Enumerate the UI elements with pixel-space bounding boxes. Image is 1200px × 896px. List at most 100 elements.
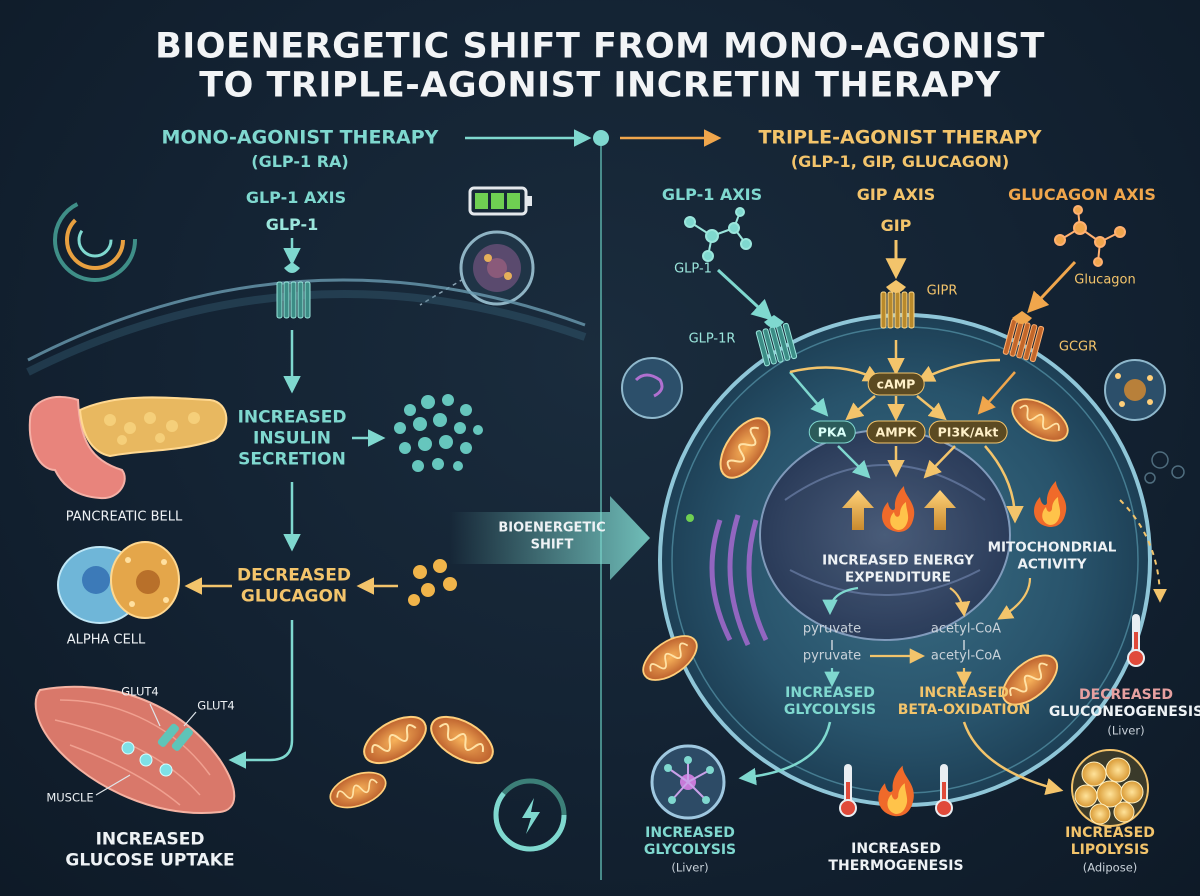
target-rings-icon	[53, 198, 137, 282]
liver-cell-icon	[650, 744, 726, 820]
liver-gly-line-2: GLYCOLYSIS	[643, 842, 737, 859]
arrow-energy-acoa	[949, 587, 971, 618]
glucagon-dots-icon	[408, 559, 457, 606]
arrow-energy-pyruvate	[822, 586, 859, 616]
right-subheading: (GLP-1, GIP, GLUCAGON)	[790, 152, 1010, 172]
signal-camp: cAMP	[867, 372, 925, 396]
battery-icon	[468, 186, 532, 216]
arrow-to-muscle	[228, 620, 294, 769]
lipo-line-3: (Adipose)	[1082, 860, 1138, 875]
up-arrow-icon	[924, 490, 956, 530]
signal-pka: PKA	[808, 420, 856, 444]
gng-line-3: (Liver)	[1107, 723, 1145, 738]
small-cell-icon	[1104, 359, 1166, 421]
metabolite-pyruvate-2: pyruvate	[802, 648, 862, 664]
membrane-arc	[27, 278, 586, 362]
left-axis: GLP-1 AXIS	[245, 188, 347, 208]
receptor-gcgr: GCGR	[1058, 339, 1098, 355]
arrow-to-lipolysis	[962, 721, 1064, 796]
gipr-receptor-icon	[880, 291, 915, 329]
alpha-cell-label: ALPHA CELL	[66, 632, 146, 648]
lipo-line-2: LIPOLYSIS	[1070, 842, 1150, 859]
glycolysis-line-2: GLYCOLYSIS	[783, 702, 877, 719]
signal-ampk: AMPK	[866, 420, 926, 444]
glucagon-line-2: GLUCAGON	[240, 586, 348, 607]
mitochondria-icon	[324, 764, 392, 816]
muscle-icon	[34, 685, 236, 814]
shift-line-2: SHIFT	[530, 537, 574, 553]
metabolite-acoa-1: acetyl-CoA	[930, 621, 1002, 637]
glp1-ligand-icon	[284, 262, 300, 273]
mito-line-2: ACTIVITY	[1017, 556, 1087, 573]
up-arrow-icon	[842, 490, 874, 530]
bubbles-icon	[1144, 451, 1185, 484]
glut4-leader-b	[183, 711, 197, 727]
arrow-pi3k-mito	[984, 445, 1024, 524]
left-heading: MONO-AGONIST THERAPY	[161, 126, 439, 149]
glut4-label-b: GLUT4	[197, 698, 235, 713]
insulin-granules-icon	[394, 394, 483, 472]
glucagon-line-1: DECREASED	[236, 565, 352, 586]
glycolysis-line-1: INCREASED	[785, 685, 875, 702]
left-subheading: (GLP-1 RA)	[251, 152, 349, 172]
arrow-mito-acoa	[997, 577, 1032, 620]
metabolite-pyruvate-1: pyruvate	[802, 621, 862, 637]
adipose-icon	[1071, 749, 1149, 827]
arrow-pi3k-energy	[923, 445, 956, 479]
pancreas-icon	[28, 395, 228, 500]
ligand-gip: GIP	[880, 216, 912, 236]
glut4-label-a: GLUT4	[121, 684, 159, 699]
arrow-to-liver-glycolysis	[738, 721, 832, 786]
insulin-line-2: INSULIN	[253, 428, 331, 449]
energy-line-1: INCREASED ENERGY	[822, 552, 974, 569]
cell-magnifier-icon	[419, 230, 535, 306]
receptor-gipr: GIPR	[926, 283, 958, 299]
lipo-line-1: INCREASED	[1065, 825, 1155, 842]
glp1-molecule-icon	[684, 207, 752, 262]
liver-gly-line-1: INCREASED	[645, 825, 735, 842]
arrow-camp-pka	[845, 395, 876, 421]
lightning-icon	[493, 778, 567, 852]
glucagon-molecule-icon	[1054, 205, 1126, 267]
beta-line-1: INCREASED	[919, 685, 1009, 702]
thermo-line-2: THERMOGENESIS	[828, 858, 964, 875]
arrow-gcgr-pi3k	[977, 371, 1016, 415]
insulin-line-1: INCREASED	[237, 407, 347, 428]
arrow-camp-pi3k	[916, 395, 947, 421]
metabolite-acoa-2: acetyl-CoA	[930, 648, 1002, 664]
small-cell-icon	[621, 357, 683, 419]
glut4-leader-a	[149, 703, 161, 727]
energy-line-2: EXPENDITURE	[844, 569, 952, 586]
title-line-1: BIOENERGETIC SHIFT FROM MONO-AGONIST	[155, 26, 1045, 67]
left-ligand: GLP-1	[265, 215, 319, 235]
liver-gly-line-3: (Liver)	[671, 860, 709, 875]
muscle-leader	[95, 774, 131, 796]
alpha-cell-icon	[57, 541, 180, 624]
gng-line-2: GLUCONEOGENESIS	[1048, 704, 1200, 721]
beta-line-2: BETA-OXIDATION	[897, 702, 1031, 719]
arrow-pka-energy	[837, 445, 871, 479]
signal-pi3k: PI3K/Akt	[928, 420, 1008, 444]
arrow-to-gng	[1119, 499, 1167, 603]
arrow-glp1r-pka	[789, 371, 829, 417]
mitochondria-icon	[422, 706, 502, 774]
gng-line-1: DECREASED	[1079, 687, 1173, 704]
vesicle-dot	[686, 514, 694, 522]
golgi-icon	[709, 514, 769, 647]
mitochondria-icon	[355, 706, 435, 774]
ligand-glp1: GLP-1	[674, 261, 712, 277]
thermo-line-1: INCREASED	[851, 841, 941, 858]
axis-gip: GIP AXIS	[856, 185, 936, 205]
shift-line-1: BIOENERGETIC	[498, 520, 606, 536]
nucleus	[759, 429, 1011, 641]
pancreas-label: PANCREATIC BELL	[65, 509, 183, 525]
axis-glucagon: GLUCAGON AXIS	[1008, 185, 1156, 205]
arrow-glucagon-ligand	[1027, 260, 1077, 314]
title-line-2: TO TRIPLE-AGONIST INCRETIN THERAPY	[199, 65, 1001, 106]
arrow-gcgr-camp	[916, 358, 1001, 382]
receptor-glp1r: GLP-1R	[688, 331, 736, 347]
uptake-line-2: GLUCOSE UPTAKE	[65, 850, 235, 871]
muscle-label: MUSCLE	[46, 790, 94, 805]
axis-glp1: GLP-1 AXIS	[661, 185, 763, 205]
